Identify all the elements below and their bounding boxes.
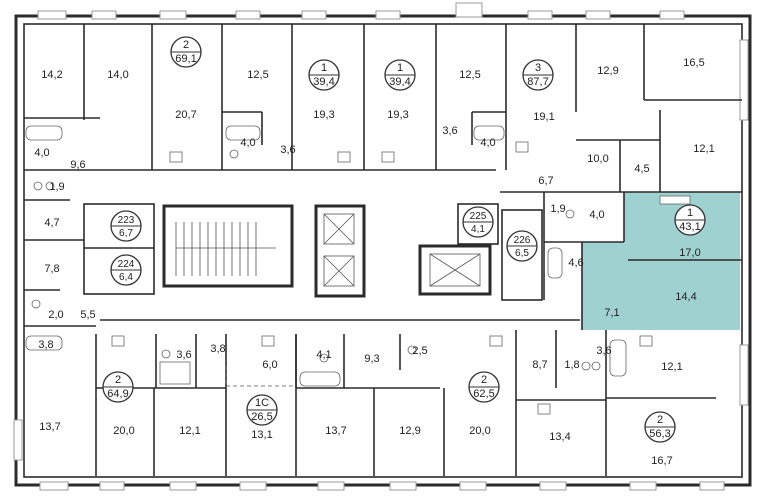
windows <box>13 2 749 491</box>
apartment-rooms: 1С <box>255 397 269 409</box>
room-area: 4,7 <box>44 217 59 229</box>
apartment-area: 39,4 <box>389 76 410 88</box>
interior-walls <box>24 24 742 476</box>
room-area: 12,9 <box>399 425 420 437</box>
room-area: 7,8 <box>44 263 59 275</box>
room-area: 1,8 <box>564 359 579 371</box>
storage-area: 4,1 <box>471 224 485 235</box>
room-area: 6,0 <box>262 359 277 371</box>
room-area: 16,7 <box>651 455 672 467</box>
apartment-area: 26,5 <box>251 411 272 423</box>
room-area: 19,3 <box>387 109 408 121</box>
room-area: 12,1 <box>661 361 682 373</box>
room-area: 12,1 <box>693 143 714 155</box>
apartment-area: 43,1 <box>679 221 700 233</box>
room-area: 3,8 <box>210 343 225 355</box>
apartment-rooms: 2 <box>657 414 663 426</box>
room-area: 2,5 <box>412 345 427 357</box>
apartment-area: 56,3 <box>649 428 670 440</box>
apartment-badges <box>102 36 706 443</box>
bath-fixtures <box>25 125 691 415</box>
room-area: 17,0 <box>679 247 700 259</box>
room-area: 4,1 <box>316 349 331 361</box>
storage-number: 226 <box>514 235 531 246</box>
room-area: 12,1 <box>179 425 200 437</box>
room-area: 12,5 <box>459 69 480 81</box>
room-area: 4,0 <box>480 137 495 149</box>
room-area: 14,4 <box>675 291 696 303</box>
room-area: 4,0 <box>34 147 49 159</box>
storage-area: 6,4 <box>119 272 133 283</box>
apartment-area: 62,5 <box>473 388 494 400</box>
apartment-rooms: 1 <box>321 62 327 74</box>
elevator <box>323 213 481 287</box>
room-area: 4,0 <box>240 137 255 149</box>
room-area: 5,5 <box>80 309 95 321</box>
room-area: 13,1 <box>251 429 272 441</box>
room-area: 4,0 <box>589 209 604 221</box>
room-area: 3,8 <box>38 339 53 351</box>
room-area: 16,5 <box>683 57 704 69</box>
room-area: 2,0 <box>48 309 63 321</box>
room-area: 9,6 <box>70 159 85 171</box>
room-area: 6,7 <box>538 175 553 187</box>
room-area: 1,9 <box>550 203 565 215</box>
room-area: 13,7 <box>325 425 346 437</box>
room-area: 9,3 <box>364 353 379 365</box>
room-area: 14,2 <box>41 69 62 81</box>
apartment-rooms: 1 <box>397 62 403 74</box>
storage-number: 224 <box>118 259 135 270</box>
room-area: 3,6 <box>442 125 457 137</box>
storage-area: 6,5 <box>515 248 529 259</box>
apartment-area: 64,9 <box>107 388 128 400</box>
room-area: 4,6 <box>568 257 583 269</box>
room-area: 14,0 <box>107 69 128 81</box>
storage-area: 6,7 <box>119 228 133 239</box>
room-area: 1,9 <box>49 181 64 193</box>
room-area: 19,3 <box>313 109 334 121</box>
room-area: 3,6 <box>596 345 611 357</box>
room-area: 19,1 <box>533 111 554 123</box>
storage-number: 225 <box>470 211 487 222</box>
staircase <box>175 222 276 276</box>
room-area: 12,5 <box>247 69 268 81</box>
apartment-area: 87,7 <box>527 76 548 88</box>
apartment-area: 69,1 <box>175 53 196 65</box>
room-area: 13,4 <box>549 431 570 443</box>
apartment-rooms: 3 <box>535 62 541 74</box>
room-area: 13,7 <box>39 421 60 433</box>
room-area: 7,1 <box>604 307 619 319</box>
room-area: 3,6 <box>280 144 295 156</box>
apartment-rooms: 2 <box>481 374 487 386</box>
room-area: 8,7 <box>532 359 547 371</box>
room-area: 4,5 <box>634 163 649 175</box>
room-area: 20,7 <box>175 109 196 121</box>
room-area: 20,0 <box>113 425 134 437</box>
room-area: 3,6 <box>176 349 191 361</box>
room-area: 12,9 <box>597 65 618 77</box>
apartment-rooms: 1 <box>687 207 693 219</box>
room-area: 10,0 <box>587 153 608 165</box>
apartment-area: 39,4 <box>313 76 334 88</box>
storage-number: 223 <box>118 215 135 226</box>
apartment-rooms: 2 <box>115 374 121 386</box>
apartment-rooms: 2 <box>183 39 189 51</box>
room-area: 20,0 <box>469 425 490 437</box>
badge-dividers <box>103 51 705 428</box>
